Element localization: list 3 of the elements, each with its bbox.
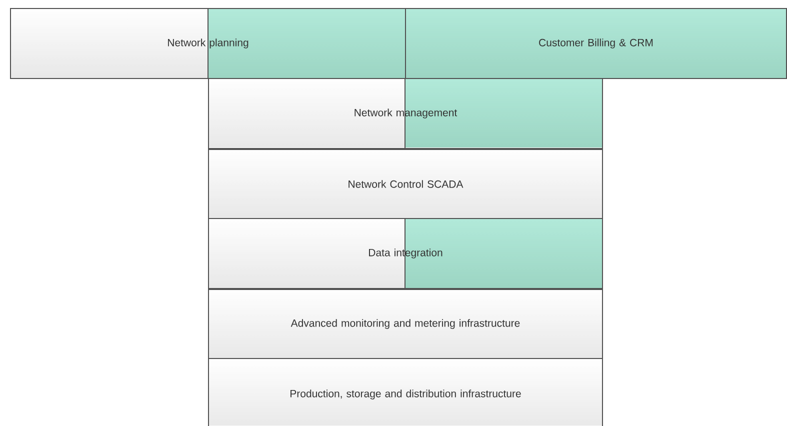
- layer-box: Customer Billing & CRM: [405, 8, 787, 79]
- layer-box: Network planning: [10, 8, 406, 79]
- layer-box: Production, storage and distribution infrastructure: [208, 358, 603, 426]
